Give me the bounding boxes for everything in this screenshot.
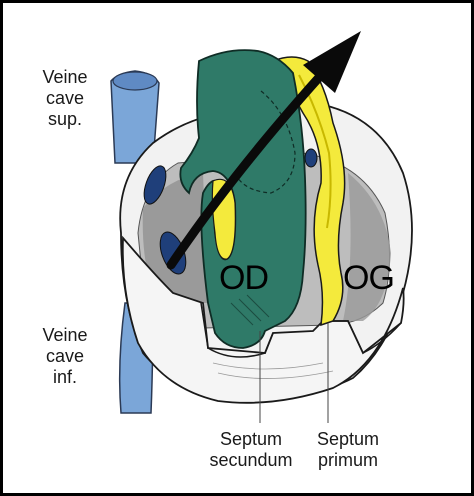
septum-primum-shade — [298, 74, 332, 229]
flow-arrow-head — [303, 31, 361, 93]
label-septum-primum-line-2: primum — [317, 450, 378, 470]
label-od: OD — [219, 259, 269, 297]
label-og: OG — [343, 259, 395, 297]
septum-secundum-hatch — [230, 294, 270, 326]
heart-septum-diagram — [110, 31, 413, 423]
label-svc-line-3: sup. — [47, 109, 83, 129]
svc-orifice — [143, 165, 167, 205]
label-ivc-line-3: inf. — [52, 367, 77, 387]
coronary-orifice — [304, 148, 318, 168]
svc-opening — [112, 71, 158, 91]
label-svc-line-1: Veine — [42, 67, 88, 87]
right-inner-wall — [343, 173, 391, 321]
label-septum-secundum: Septum secundum — [199, 429, 303, 471]
label-ivc: Veine cave inf. — [33, 325, 97, 388]
label-svc-line-2: cave — [45, 88, 85, 108]
label-svc: Veine cave sup. — [33, 67, 97, 130]
septum-primum — [271, 56, 346, 327]
floor-hatching — [212, 362, 334, 379]
label-septum-primum-line-1: Septum — [316, 429, 380, 449]
label-septum-secundum-line-2: secundum — [209, 450, 293, 470]
diagram-frame: Veine cave sup. Veine cave inf. OD OG Se… — [3, 3, 471, 493]
label-septum-secundum-line-1: Septum — [219, 429, 283, 449]
lower-wall-edge-right — [323, 320, 402, 355]
label-ivc-line-1: Veine — [42, 325, 88, 345]
lower-wall-edge — [200, 302, 274, 358]
label-ivc-line-2: cave — [45, 346, 85, 366]
lower-wall-cut — [121, 235, 405, 404]
label-septum-primum: Septum primum — [303, 429, 393, 471]
flow-arrow-shaft — [166, 68, 328, 270]
